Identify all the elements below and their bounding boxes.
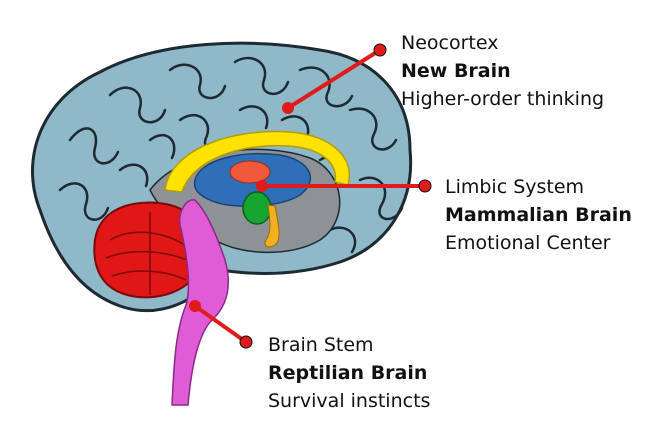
limbic-pointer-start — [256, 180, 268, 192]
brainstem-pointer-start — [189, 300, 201, 312]
hypothalamus — [242, 191, 272, 225]
pituitary — [264, 204, 280, 248]
brainstem-shape — [171, 199, 230, 406]
limbic-brain-type: Mammalian Brain — [445, 204, 632, 226]
limbic-pointer-end — [418, 179, 432, 193]
fornix — [229, 160, 271, 184]
limbic-function: Emotional Center — [445, 232, 611, 254]
pointers — [189, 43, 432, 349]
brainstem-pointer-end — [239, 335, 253, 349]
neocortex-label: Neocortex New Brain Higher-order thinkin… — [401, 29, 604, 113]
brainstem-brain-type: Reptilian Brain — [268, 362, 428, 384]
brainstem-function: Survival instincts — [268, 390, 431, 412]
neocortex-function: Higher-order thinking — [401, 88, 605, 110]
brainstem-name: Brain Stem — [268, 334, 374, 356]
limbic-label: Limbic System Mammalian Brain Emotional … — [445, 173, 632, 257]
neocortex-name: Neocortex — [401, 32, 499, 54]
brainstem-label: Brain Stem Reptilian Brain Survival inst… — [268, 331, 430, 415]
neocortex-pointer-start — [282, 102, 294, 114]
neocortex-brain-type: New Brain — [401, 60, 511, 82]
limbic-name: Limbic System — [445, 176, 585, 198]
neocortex-pointer-end — [373, 43, 387, 57]
